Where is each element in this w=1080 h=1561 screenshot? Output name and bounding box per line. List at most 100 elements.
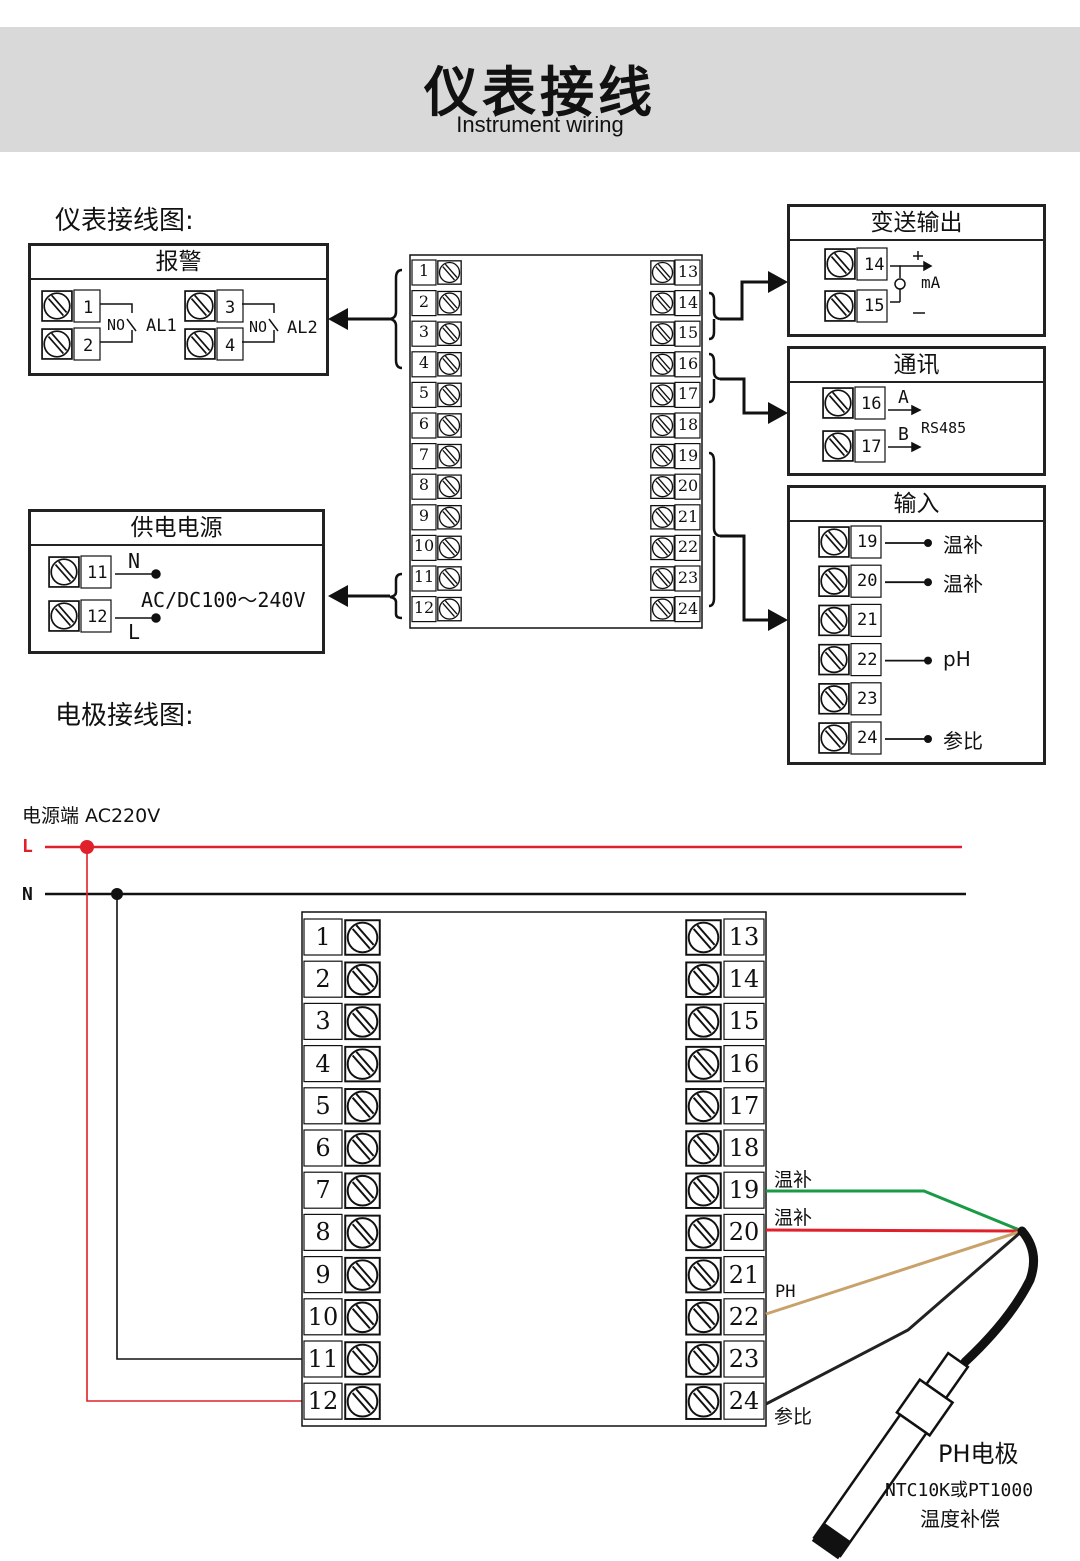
- top-terminal-label-1: 1: [418, 261, 430, 280]
- connector-lines: [340, 280, 772, 622]
- input-dot-20: [924, 578, 932, 587]
- transmit-screw-15: [824, 290, 856, 322]
- bottom-left-box-4: [303, 1044, 343, 1083]
- terminal-screw-7: [437, 443, 462, 469]
- wire-label-20: 温补: [774, 1207, 813, 1229]
- top-left-box-3: [411, 320, 437, 347]
- bottom-terminal-label-11: 11: [307, 1345, 339, 1373]
- bottom-terminal-screw-24: [685, 1383, 722, 1420]
- bottom-terminal-screw-16: [685, 1045, 722, 1083]
- meter-top-left-terminals: [411, 259, 462, 623]
- input-screw-22: [818, 643, 850, 676]
- supply-lines: [45, 840, 966, 1402]
- top-terminal-label-3: 3: [418, 322, 430, 342]
- bottom-terminal-screw-19: [685, 1172, 722, 1209]
- comm-inner: [822, 386, 886, 463]
- top-left-box-6: [411, 412, 437, 439]
- top-left-box-2: [411, 290, 437, 317]
- wire-l-to-12: [86, 847, 302, 1402]
- terminal-screw-5: [437, 382, 462, 408]
- top-terminal-label-2: 2: [418, 291, 430, 311]
- alarm-terminal-1: 1: [83, 298, 94, 318]
- alarm-terminal-2: 2: [83, 336, 94, 356]
- bottom-right-box-14: [723, 960, 765, 998]
- alarm-terminal-3: 3: [225, 298, 236, 318]
- alarm-box-cell-1: [73, 289, 101, 323]
- bottom-terminal-label-10: 10: [307, 1302, 339, 1331]
- input-box-cell-21: [850, 603, 882, 638]
- input-inner: [818, 525, 932, 755]
- top-terminal-label-24: 24: [677, 598, 699, 618]
- top-right-box-13: [674, 259, 701, 286]
- bottom-terminal-label-13: 13: [728, 923, 760, 951]
- n-line-label: N: [22, 884, 33, 905]
- page-title: 仪表接线: [424, 61, 656, 124]
- transmit-title: 变送输出: [790, 207, 1043, 241]
- alarm-no-2: NO: [249, 318, 268, 336]
- top-terminal-label-16: 16: [677, 353, 699, 373]
- bottom-terminal-screw-11: [344, 1341, 381, 1378]
- arrowhead-alarm: [328, 308, 348, 330]
- wire-label-22: PH: [775, 1282, 796, 1302]
- transmit-screw-14: [824, 248, 856, 280]
- power-title: 供电电源: [31, 512, 322, 546]
- top-terminal-label-9: 9: [418, 505, 430, 525]
- transmit-inner: [824, 247, 888, 323]
- alarm-screw-1: [41, 290, 73, 322]
- wire-24: [765, 1229, 1023, 1406]
- top-terminal-label-18: 18: [677, 415, 699, 434]
- bottom-left-box-2: [303, 960, 343, 998]
- terminal-screw-9: [437, 504, 462, 530]
- top-terminal-label-14: 14: [677, 292, 699, 312]
- bottom-terminal-label-17: 17: [728, 1091, 760, 1120]
- bottom-terminal-screw-8: [344, 1214, 381, 1252]
- bracket-power: [389, 572, 403, 620]
- bottom-terminal-label-6: 6: [315, 1134, 331, 1162]
- terminal-screw-16: [650, 351, 675, 377]
- alarm-screw-4: [184, 328, 216, 360]
- alarm-relay-al2: AL2: [287, 318, 318, 338]
- arrow-heads: [328, 271, 788, 631]
- terminal-screw-18: [650, 413, 675, 438]
- input-terminal-22: 22: [857, 649, 878, 670]
- alarm-box-cell-3: [216, 289, 244, 323]
- probe-sensor: NTC10K或PT1000: [885, 1480, 1034, 1501]
- bottom-left-box-1: [303, 918, 343, 956]
- comm-title: 通讯: [790, 349, 1043, 383]
- bottom-terminal-label-23: 23: [728, 1345, 760, 1373]
- alarm-screw-2: [41, 328, 73, 360]
- bottom-terminal-label-7: 7: [315, 1176, 331, 1205]
- ph-probe: [811, 1351, 970, 1560]
- top-terminal-label-13: 13: [677, 262, 699, 281]
- input-dot-19: [924, 539, 932, 547]
- input-screw-24: [818, 722, 850, 754]
- input-label-20: 温补: [943, 572, 983, 597]
- input-terminal-23: 23: [857, 688, 878, 709]
- comm-b-label: B: [898, 424, 909, 445]
- top-right-box-23: [674, 565, 701, 592]
- top-left-box-9: [411, 504, 437, 531]
- bottom-right-box-21: [723, 1255, 765, 1294]
- top-left-box-12: [411, 595, 437, 623]
- bottom-left-box-12: [303, 1382, 343, 1420]
- top-right-box-17: [674, 381, 701, 408]
- bottom-right-box-16: [723, 1044, 765, 1083]
- power-terminal-11: 11: [87, 563, 108, 583]
- top-terminal-label-10: 10: [413, 536, 435, 556]
- bottom-terminal-screw-10: [344, 1299, 381, 1336]
- top-right-box-18: [674, 412, 701, 439]
- page-subtitle: Instrument wiring: [456, 112, 624, 137]
- power-screw-12: [48, 600, 80, 632]
- bracket-alarm: [389, 268, 403, 370]
- bottom-terminal-label-12: 12: [307, 1387, 339, 1416]
- input-screw-21: [818, 604, 850, 637]
- alarm-title: 报警: [31, 246, 326, 280]
- top-right-box-20: [674, 473, 701, 500]
- wire-20: [765, 1228, 1023, 1233]
- arrow-line-transmit: [720, 280, 772, 321]
- wire-label-24: 参比: [774, 1406, 813, 1428]
- input-box-cell-19: [850, 525, 882, 559]
- terminal-screw-15: [650, 321, 675, 347]
- input-box-cell-20: [850, 564, 882, 598]
